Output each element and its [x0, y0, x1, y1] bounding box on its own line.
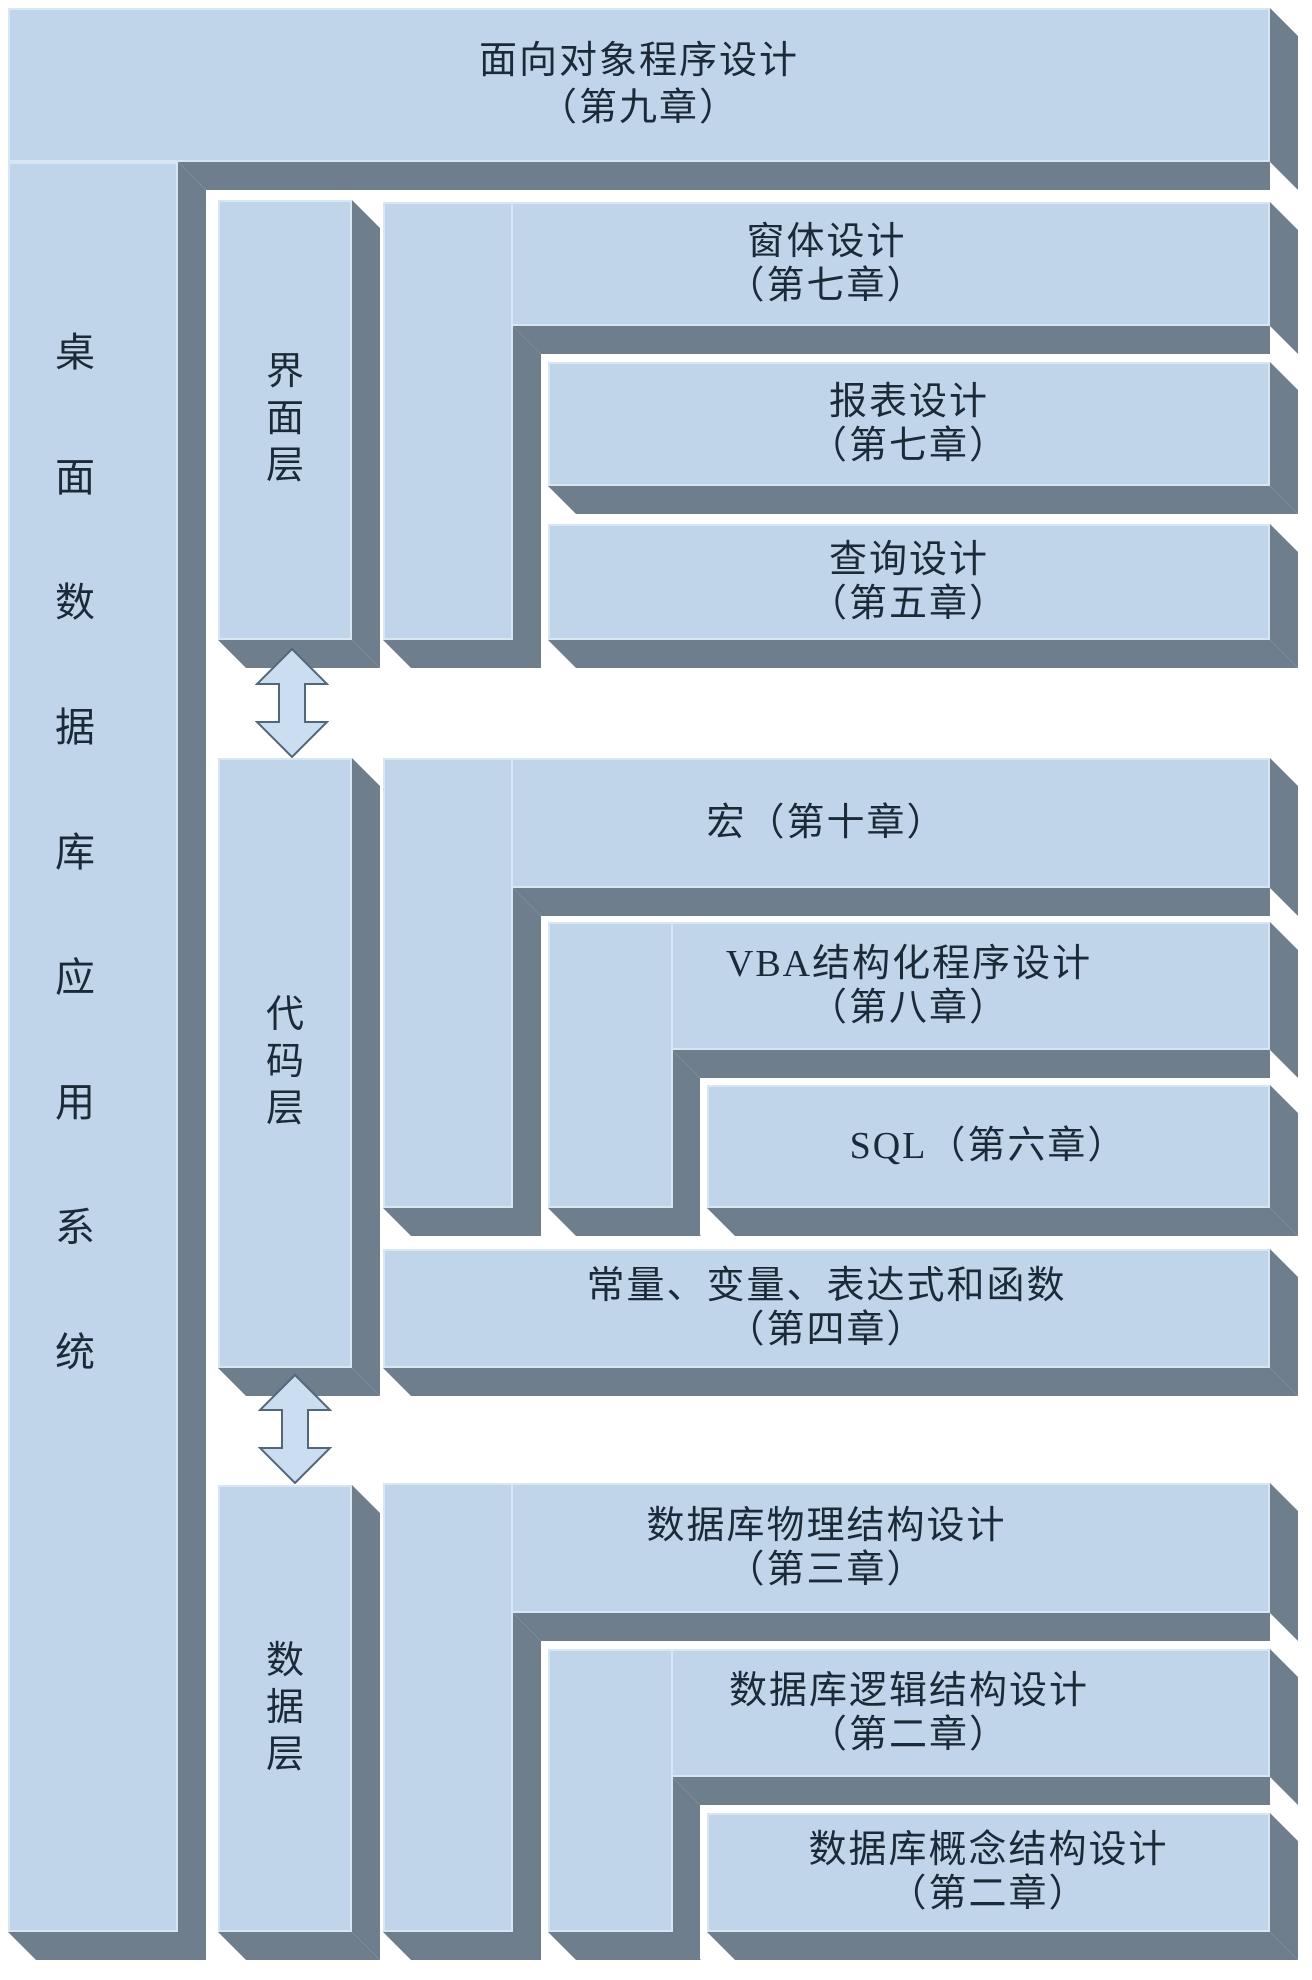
vba-block-hole-top-wall [672, 1050, 1270, 1078]
outer-frame-hole-left-wall [178, 162, 206, 1960]
query-design-block-right-wall [1270, 524, 1298, 668]
interface-layer-column-right-wall [352, 200, 380, 668]
query-design-block [548, 524, 1270, 640]
constants-block [383, 1249, 1270, 1368]
code-data-arrow-shape [258, 1374, 332, 1484]
form-design-block-right-wall [1270, 202, 1298, 354]
sql-block [707, 1085, 1270, 1208]
interface-layer-column [218, 200, 352, 640]
form-design-block-hole-left-wall [513, 326, 541, 668]
macro-block-right-wall [1270, 758, 1298, 916]
logical-design-block-left-bar [548, 1649, 673, 1932]
data-layer-column [218, 1485, 352, 1932]
outer-frame-right-wall [1270, 8, 1298, 190]
vba-block-hole-left-wall [672, 1050, 700, 1236]
conceptual-design-block [707, 1813, 1270, 1932]
constants-block-right-wall [1270, 1249, 1298, 1396]
data-layer-column-bottom-wall [218, 1932, 380, 1960]
conceptual-design-block-bottom-wall [707, 1932, 1298, 1960]
logical-design-block-hole-left-wall [672, 1777, 700, 1960]
macro-block [383, 758, 1270, 888]
logical-design-block-right-wall [1270, 1649, 1298, 1805]
vba-block-left-bar [548, 922, 673, 1208]
physical-design-block-hole-left-wall [513, 1613, 541, 1960]
macro-block-hole-left-wall [513, 888, 541, 1236]
form-design-block [383, 202, 1270, 326]
sql-block-bottom-wall [707, 1208, 1298, 1236]
physical-design-block [383, 1483, 1270, 1613]
constants-block-bottom-wall [383, 1368, 1298, 1396]
macro-block-hole-top-wall [513, 888, 1270, 916]
code-layer-column [218, 758, 352, 1368]
vba-block-right-wall [1270, 922, 1298, 1078]
code-data-arrow [258, 1374, 332, 1484]
form-design-block-hole-top-wall [513, 326, 1270, 354]
interface-code-arrow [255, 648, 329, 758]
report-design-block-right-wall [1270, 362, 1298, 514]
query-design-block-bottom-wall [548, 640, 1298, 668]
form-design-block-left-bar [383, 202, 513, 640]
outer-frame-bottom-wall [8, 1932, 206, 1960]
interface-code-arrow-shape [255, 648, 329, 758]
outer-frame-left-face [8, 162, 178, 1932]
physical-design-block-right-wall [1270, 1483, 1298, 1641]
code-layer-column-right-wall [352, 758, 380, 1396]
report-design-block-bottom-wall [548, 486, 1298, 514]
conceptual-design-block-right-wall [1270, 1813, 1298, 1960]
data-layer-column-right-wall [352, 1485, 380, 1960]
physical-design-block-hole-top-wall [513, 1613, 1270, 1641]
macro-block-left-bar [383, 758, 513, 1208]
logical-design-block-hole-top-wall [672, 1777, 1270, 1805]
outer-frame-hole-top-wall [178, 162, 1270, 190]
sql-block-right-wall [1270, 1085, 1298, 1236]
report-design-block [548, 362, 1270, 486]
physical-design-block-left-bar [383, 1483, 513, 1932]
outer-frame-top-face [8, 8, 1270, 162]
